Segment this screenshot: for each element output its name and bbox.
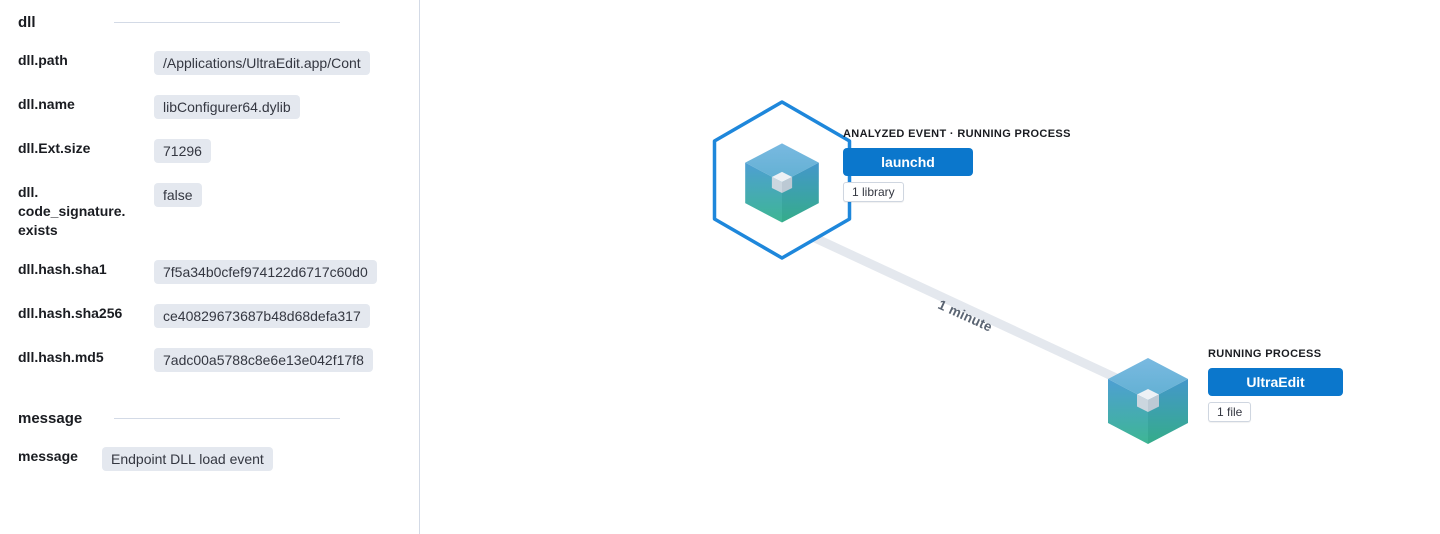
field-value: 71296 <box>154 139 211 163</box>
node-launchd-labels: ANALYZED EVENT · RUNNING PROCESS launchd… <box>843 128 1071 202</box>
field-value: Endpoint DLL load event <box>102 447 273 471</box>
process-cube-icon-ultraedit[interactable] <box>1098 350 1198 450</box>
section-heading-message: message <box>18 410 340 427</box>
node-kind-label: ANALYZED EVENT · RUNNING PROCESS <box>843 128 1071 140</box>
section-title: message <box>18 410 83 427</box>
field-value: 7adc00a5788c8e6e13e042f17f8 <box>154 348 373 372</box>
field-row-dll-code-signature-exists: dll.code_signature.exists false <box>18 183 419 240</box>
field-label: dll.name <box>18 96 75 112</box>
field-row-dll-hash-sha1: dll.hash.sha1 7f5a34b0cfef974122d6717c60… <box>18 260 419 284</box>
event-detail-panel: dll dll.path /Applications/UltraEdit.app… <box>0 0 420 534</box>
section-heading-dll: dll <box>18 14 340 31</box>
field-label: dll.hash.md5 <box>18 349 104 365</box>
node-kind-label: RUNNING PROCESS <box>1208 348 1322 360</box>
process-cube-icon-launchd[interactable] <box>736 136 828 228</box>
field-label: dll.code_signature.exists <box>18 184 126 238</box>
field-row-dll-name: dll.name libConfigurer64.dylib <box>18 95 419 119</box>
field-label: message <box>18 448 78 464</box>
field-row-dll-ext-size: dll.Ext.size 71296 <box>18 139 419 163</box>
field-value: 7f5a34b0cfef974122d6717c60d0 <box>154 260 377 284</box>
section-divider <box>114 418 340 419</box>
node-stats-badge-ultraedit[interactable]: 1 file <box>1208 402 1252 422</box>
field-label: dll.hash.sha1 <box>18 261 107 277</box>
node-stats-badge-launchd[interactable]: 1 library <box>843 182 904 202</box>
process-name-button-ultraedit[interactable]: UltraEdit <box>1208 368 1343 396</box>
field-label: dll.path <box>18 52 68 68</box>
node-ultraedit-labels: RUNNING PROCESS UltraEdit 1 file <box>1208 348 1343 422</box>
section-divider <box>114 22 340 23</box>
process-name-button-launchd[interactable]: launchd <box>843 148 973 176</box>
field-row-dll-hash-md5: dll.hash.md5 7adc00a5788c8e6e13e042f17f8 <box>18 348 419 372</box>
field-value: false <box>154 183 202 207</box>
field-row-dll-path: dll.path /Applications/UltraEdit.app/Con… <box>18 51 419 75</box>
field-value: ce40829673687b48d68defa317 <box>154 304 370 328</box>
field-value: libConfigurer64.dylib <box>154 95 300 119</box>
field-row-message: message Endpoint DLL load event <box>18 447 419 471</box>
section-title: dll <box>18 14 36 31</box>
field-value: /Applications/UltraEdit.app/Cont <box>154 51 370 75</box>
edge-duration-label: 1 minute <box>935 297 995 335</box>
field-row-dll-hash-sha256: dll.hash.sha256 ce40829673687b48d68defa3… <box>18 304 419 328</box>
field-label: dll.hash.sha256 <box>18 305 123 321</box>
field-label: dll.Ext.size <box>18 140 91 156</box>
